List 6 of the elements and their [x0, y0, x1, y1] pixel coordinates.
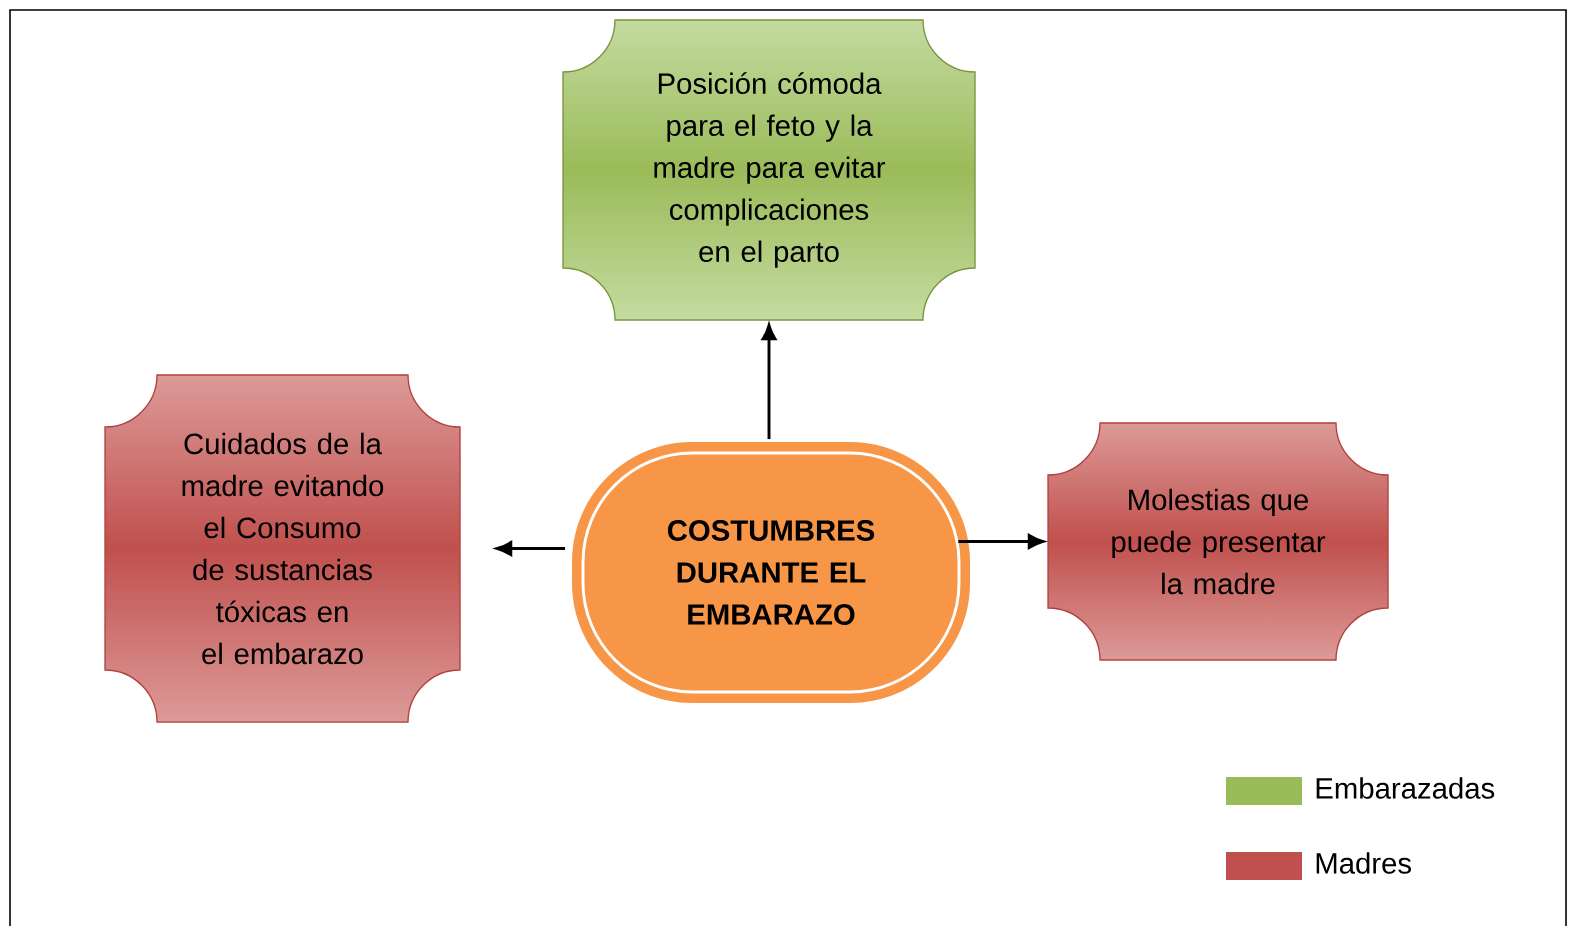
notched-box: Cuidados de la madre evitando el Consumo de sustancias tóxicas en el embarazo: [104, 374, 461, 723]
notched-box: Molestias que puede presentar la madre: [1047, 422, 1389, 661]
rounded-box: COSTUMBRES DURANTE EL EMBARAZO: [572, 442, 970, 703]
notched-box: Posición cómoda para el feto y la madre para evitar complicaciones en el parto: [562, 19, 976, 321]
legend-label: Embarazadas: [1316, 777, 1495, 799]
legend-label: Madres: [1316, 852, 1411, 874]
